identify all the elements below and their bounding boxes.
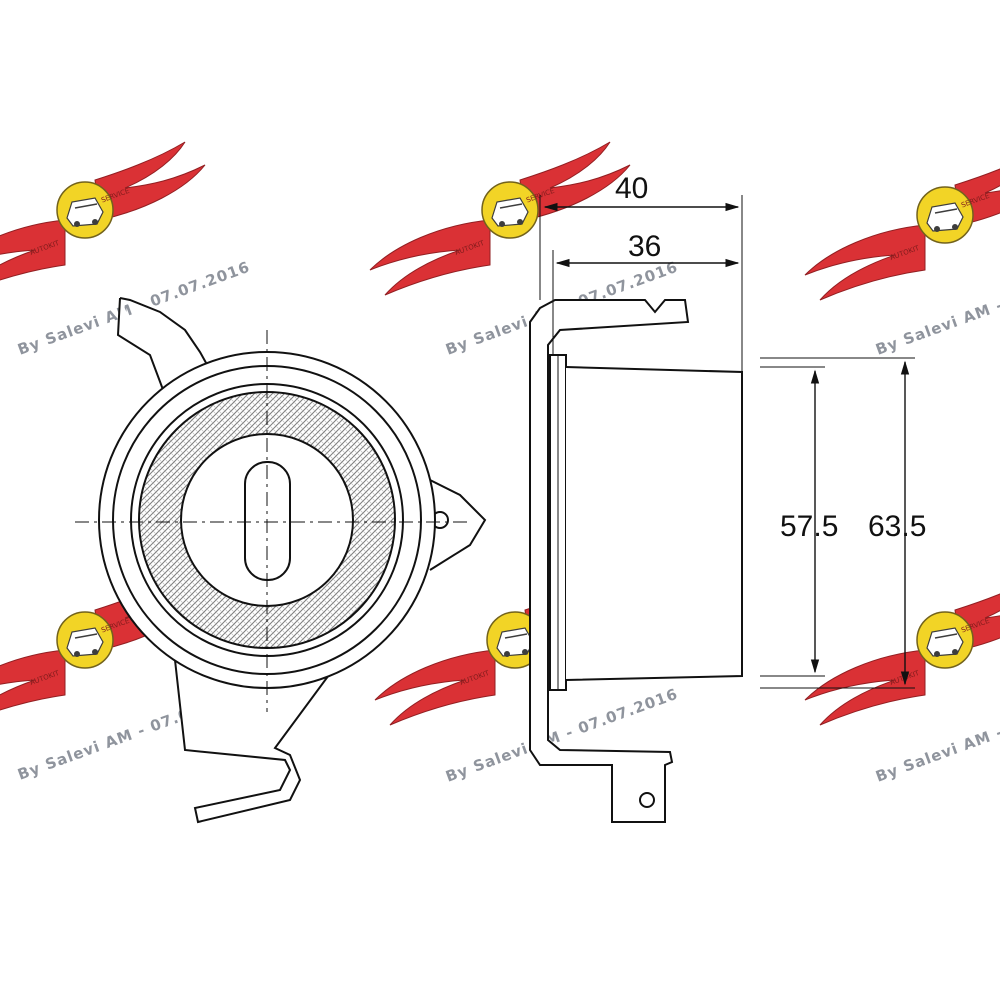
watermark-logo (0, 141, 206, 296)
side-bracket-plate (529, 299, 690, 823)
side-bracket-hole (639, 792, 655, 808)
upper-bracket-arm (116, 297, 211, 396)
dimension-lines (543, 202, 910, 686)
dim-label-overall-height: 63.5 (868, 510, 926, 543)
dim-label-overall-width: 40 (615, 172, 648, 205)
side-bearing-body (565, 366, 743, 681)
watermark-logo (804, 571, 1000, 726)
dim-label-bearing-width: 36 (628, 230, 661, 263)
watermark-logo (369, 141, 631, 296)
side-view (529, 195, 915, 823)
front-view (75, 297, 487, 824)
watermark-logo (804, 146, 1000, 301)
lower-bracket (174, 659, 341, 824)
dim-label-bearing-height: 57.5 (780, 510, 838, 543)
